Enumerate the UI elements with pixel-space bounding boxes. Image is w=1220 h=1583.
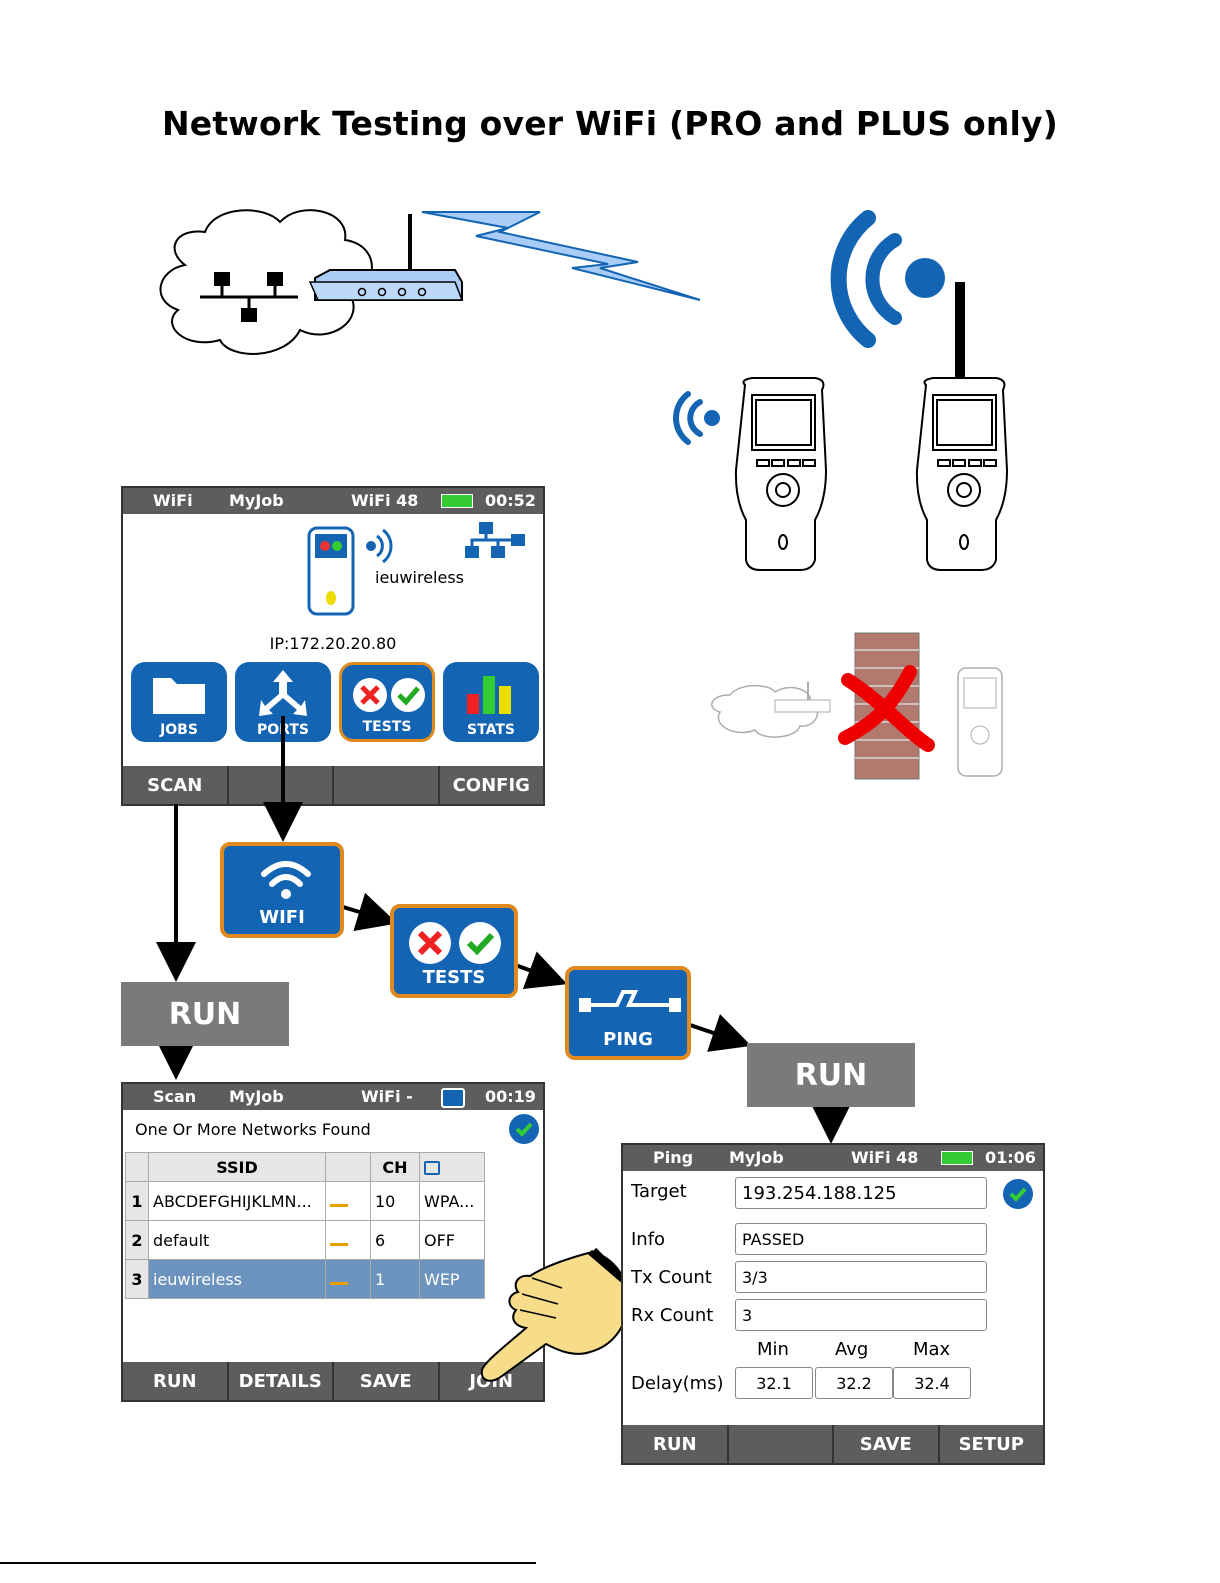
status-time: 00:52 xyxy=(485,491,536,510)
status-bar: Ping MyJob WiFi 48 01:06 xyxy=(623,1145,1043,1171)
wifi-tile[interactable]: WIFI xyxy=(220,842,344,938)
ip-address: IP:172.20.20.80 xyxy=(269,634,397,653)
wifi-icon xyxy=(261,861,311,899)
tx-count-label: Tx Count xyxy=(631,1267,712,1288)
tester-device-icon xyxy=(734,377,828,571)
battery-icon xyxy=(441,494,473,508)
device-icon xyxy=(441,1088,465,1108)
home-screen: WiFi MyJob WiFi 48 00:52 ieuwireless IP:… xyxy=(121,486,545,806)
footer-rule xyxy=(0,1562,536,1564)
status-job: MyJob xyxy=(229,491,284,510)
config-softkey[interactable]: CONFIG xyxy=(452,774,530,796)
success-check-icon xyxy=(1003,1179,1033,1209)
save-softkey[interactable]: SAVE xyxy=(334,1362,440,1400)
rx-count-field: 3 xyxy=(735,1299,987,1331)
pass-fail-icon xyxy=(353,678,425,712)
setup-softkey[interactable]: SETUP xyxy=(958,1433,1024,1455)
softkey-3[interactable] xyxy=(334,766,440,804)
networks-table: SSID CH 1 ABCDEFGHIJKLMN... 10 WPA... 2 … xyxy=(125,1152,485,1299)
delay-label: Delay(ms) xyxy=(631,1373,724,1394)
small-wireless-signal-icon xyxy=(673,391,720,445)
status-wifi: WiFi - xyxy=(361,1087,413,1106)
delay-min-field: 32.1 xyxy=(735,1367,813,1399)
stats-button[interactable]: STATS xyxy=(443,662,539,742)
signal-strength-icon xyxy=(325,1181,371,1221)
jobs-button[interactable]: JOBS xyxy=(131,662,227,742)
min-label: Min xyxy=(757,1339,789,1360)
status-mode: Scan xyxy=(153,1087,197,1106)
delay-avg-field: 32.2 xyxy=(815,1367,893,1399)
signal-column-header xyxy=(325,1152,371,1182)
tests-tile[interactable]: TESTS xyxy=(390,904,518,998)
softkey-2[interactable] xyxy=(729,1425,834,1463)
battery-icon xyxy=(941,1151,973,1165)
tests-button[interactable]: TESTS xyxy=(339,662,435,742)
ssid-column-header: SSID xyxy=(148,1152,326,1182)
wireless-link-bolt xyxy=(421,211,701,301)
status-mode: Ping xyxy=(653,1148,694,1167)
status-time: 00:19 xyxy=(485,1087,536,1106)
table-row-selected[interactable]: 3 ieuwireless 1 WEP xyxy=(125,1259,485,1299)
status-mode: WiFi xyxy=(153,491,193,510)
pass-fail-icon xyxy=(409,922,501,964)
status-wifi: WiFi 48 xyxy=(851,1148,919,1167)
ports-arrows-icon xyxy=(259,670,307,716)
blocked-x-icon xyxy=(838,665,935,752)
softkey-2[interactable] xyxy=(229,766,334,804)
info-field: PASSED xyxy=(735,1223,987,1255)
tester-device-with-antenna-icon xyxy=(915,282,1009,571)
folder-icon xyxy=(153,678,205,714)
save-softkey[interactable]: SAVE xyxy=(834,1425,940,1463)
target-field[interactable]: 193.254.188.125 xyxy=(735,1177,987,1209)
network-topology-icon xyxy=(465,522,525,558)
page-title: Network Testing over WiFi (PRO and PLUS … xyxy=(161,104,1059,143)
status-job: MyJob xyxy=(729,1148,784,1167)
avg-label: Avg xyxy=(835,1339,869,1360)
scan-screen: Scan MyJob WiFi - 00:19 One Or More Netw… xyxy=(121,1082,545,1402)
status-bar: Scan MyJob WiFi - 00:19 xyxy=(123,1084,543,1110)
security-column-header xyxy=(419,1152,485,1182)
run-softkey[interactable]: RUN xyxy=(123,1362,229,1400)
ping-tile[interactable]: PING xyxy=(565,966,691,1060)
run-softkey[interactable]: RUN xyxy=(623,1425,729,1463)
success-check-icon xyxy=(509,1114,539,1144)
scan-softkey[interactable]: SCAN xyxy=(123,766,229,804)
tester-wireless-icon xyxy=(307,526,393,616)
table-row[interactable]: 1 ABCDEFGHIJKLMN... 10 WPA... xyxy=(125,1181,485,1221)
signal-strength-icon xyxy=(325,1259,371,1299)
details-softkey[interactable]: DETAILS xyxy=(229,1362,334,1400)
status-bar: WiFi MyJob WiFi 48 00:52 xyxy=(123,488,543,514)
tx-count-field: 3/3 xyxy=(735,1261,987,1293)
table-header: SSID CH xyxy=(125,1152,485,1182)
delay-max-field: 32.4 xyxy=(893,1367,971,1399)
channel-column-header: CH xyxy=(370,1152,420,1182)
max-label: Max xyxy=(913,1339,951,1360)
signal-strength-icon xyxy=(325,1220,371,1260)
network-illustration xyxy=(159,209,1009,780)
table-row[interactable]: 2 default 6 OFF xyxy=(125,1220,485,1260)
ssid-label: ieuwireless xyxy=(375,568,464,587)
ping-icon xyxy=(579,990,681,1012)
ping-screen: Ping MyJob WiFi 48 01:06 Target 193.254.… xyxy=(621,1143,1045,1465)
status-wifi: WiFi 48 xyxy=(351,491,419,510)
softkey-bar: SCAN CONFIG xyxy=(123,766,543,804)
target-label: Target xyxy=(631,1181,687,1202)
scan-message: One Or More Networks Found xyxy=(135,1120,371,1139)
lock-icon xyxy=(424,1160,440,1175)
router-icon xyxy=(308,214,464,301)
rx-count-label: Rx Count xyxy=(631,1305,714,1326)
status-job: MyJob xyxy=(229,1087,284,1106)
run-step-ping[interactable]: RUN xyxy=(747,1043,915,1107)
wireless-signal-icon xyxy=(830,210,945,348)
firewall-blocked-illustration xyxy=(711,632,1003,780)
pointing-hand-icon xyxy=(480,1248,638,1382)
info-label: Info xyxy=(631,1229,666,1250)
bar-chart-icon xyxy=(467,676,511,714)
run-step-scan[interactable]: RUN xyxy=(121,982,289,1046)
status-time: 01:06 xyxy=(985,1148,1036,1167)
softkey-bar: RUN SAVE SETUP xyxy=(623,1425,1043,1463)
